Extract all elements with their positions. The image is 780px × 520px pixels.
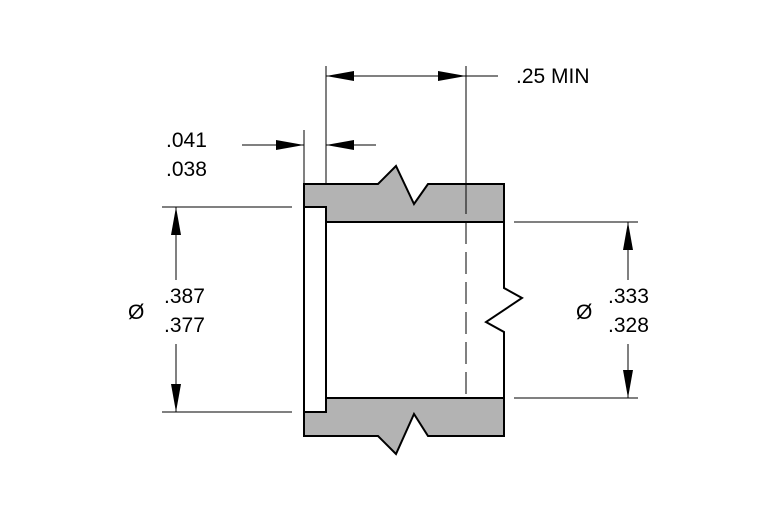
right-break-line <box>484 222 524 398</box>
bottom-wall-section <box>303 397 505 456</box>
length-arrow-left <box>326 71 354 81</box>
od-max-label: .387 <box>164 285 205 308</box>
length-min-label: .25 MIN <box>516 65 590 88</box>
od-arrow-top <box>171 207 181 235</box>
flange-thickness-arrow-left <box>276 140 304 150</box>
od-min-label: .377 <box>164 314 205 337</box>
id-arrow-top <box>623 222 633 250</box>
id-diameter-symbol: Ø <box>576 301 592 324</box>
od-arrow-bottom <box>171 384 181 412</box>
id-arrow-bottom <box>623 370 633 398</box>
length-arrow-right <box>438 71 466 81</box>
top-wall-section <box>303 164 505 223</box>
id-min-label: .328 <box>608 314 649 337</box>
flange-thickness-max-label: .041 <box>166 129 207 152</box>
flange-thickness-min-label: .038 <box>166 158 207 181</box>
id-max-label: .333 <box>608 285 649 308</box>
flange-thickness-arrow-right <box>326 140 354 150</box>
od-diameter-symbol: Ø <box>128 301 144 324</box>
